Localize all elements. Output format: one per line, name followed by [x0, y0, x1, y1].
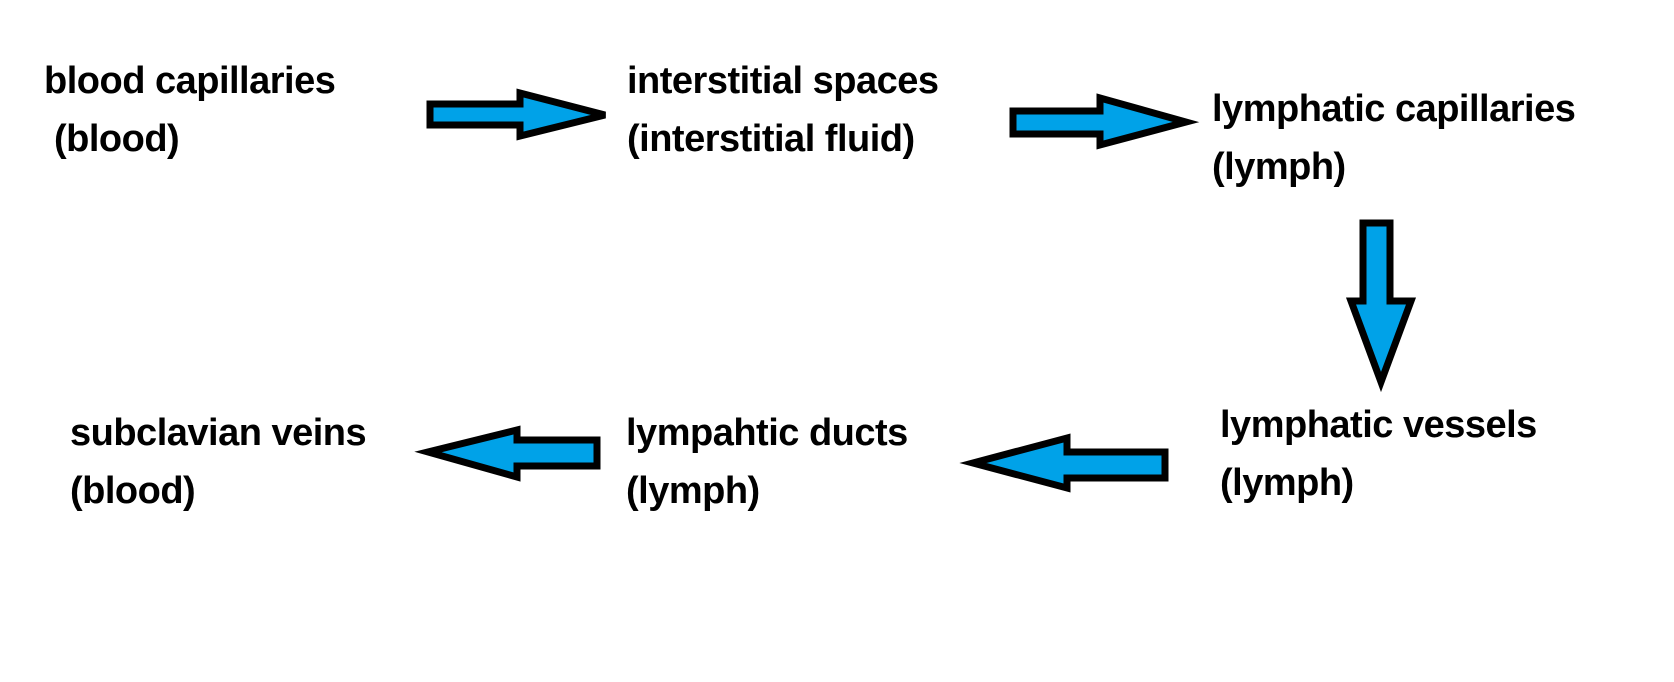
arrow-left-icon: [959, 433, 1169, 493]
node-fluid: (lymph): [626, 470, 760, 512]
node-fluid: (blood): [54, 118, 180, 160]
arrow-left-icon: [414, 425, 601, 482]
node-fluid: (lymph): [1212, 146, 1346, 188]
node-name: subclavian veins: [70, 412, 367, 454]
arrow-down-icon: [1345, 219, 1417, 393]
node-name: interstitial spaces: [627, 60, 939, 102]
node-blood-capillaries: blood capillaries (blood): [44, 52, 336, 168]
node-subclavian-veins: subclavian veins (blood): [70, 404, 367, 520]
node-lymphatic-capillaries: lymphatic capillaries (lymph): [1212, 80, 1576, 196]
node-name: blood capillaries: [44, 60, 336, 102]
node-fluid: (lymph): [1220, 462, 1354, 504]
node-lymphatic-ducts: lympahtic ducts (lymph): [626, 404, 908, 520]
arrow-right-icon: [426, 88, 606, 141]
node-name: lymphatic vessels: [1220, 404, 1537, 446]
node-fluid: (blood): [70, 470, 196, 512]
node-name: lymphatic capillaries: [1212, 88, 1576, 130]
node-fluid: (interstitial fluid): [627, 118, 915, 160]
arrow-right-icon: [1009, 93, 1200, 150]
node-interstitial-spaces: interstitial spaces (interstitial fluid): [627, 52, 939, 168]
node-lymphatic-vessels: lymphatic vessels (lymph): [1220, 396, 1537, 512]
node-name: lympahtic ducts: [626, 412, 908, 454]
